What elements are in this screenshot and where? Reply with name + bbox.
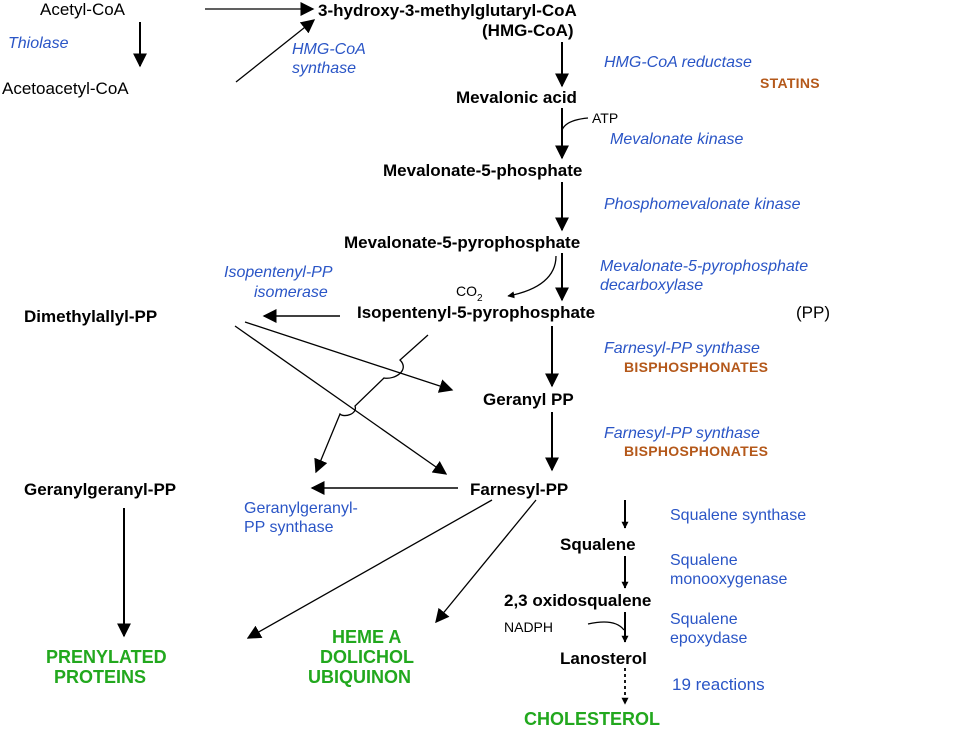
- product-dolichol: DOLICHOL: [320, 647, 414, 667]
- molecule-isopentenyl-pp: Isopentenyl-5-pyrophosphate: [357, 303, 596, 322]
- enzyme-squalene-epoxydase-line1: Squalene: [670, 611, 738, 628]
- arrow-farnesyl-to-prenylated: [246, 499, 493, 639]
- arrow-dmapp-to-farnesyl: [234, 325, 448, 475]
- enzyme-farnesyl-pp-synthase-1: Farnesyl-PP synthase: [604, 340, 760, 357]
- nadph-curve: [587, 621, 625, 631]
- drug-bisphosphonates-1: BISPHOSPHONATES: [624, 359, 769, 375]
- molecule-lanosterol: Lanosterol: [560, 649, 647, 668]
- molecule-farnesyl-pp: Farnesyl-PP: [470, 480, 569, 499]
- drug-bisphosphonates-2: BISPHOSPHONATES: [624, 443, 769, 459]
- enzyme-isomerase-line1: Isopentenyl-PP: [224, 264, 333, 281]
- molecule-geranyl-pp: Geranyl PP: [483, 390, 574, 409]
- enzyme-hmg-coa-synthase-line2: synthase: [292, 60, 357, 77]
- enzyme-decarboxylase-line1: Mevalonate-5-pyrophosphate: [600, 258, 809, 275]
- molecule-acetyl-coa: Acetyl-CoA: [40, 0, 126, 19]
- enzyme-isomerase-line2: isomerase: [254, 284, 328, 301]
- atp-curve: [560, 117, 589, 137]
- co2-curve: [507, 255, 557, 299]
- enzyme-farnesyl-pp-synthase-2: Farnesyl-PP synthase: [604, 425, 760, 442]
- molecule-mevalonate-5-pyrophosphate: Mevalonate-5-pyrophosphate: [344, 233, 581, 252]
- molecule-acetoacetyl-coa: Acetoacetyl-CoA: [2, 79, 129, 98]
- enzyme-decarboxylase-line2: decarboxylase: [600, 277, 704, 294]
- enzyme-ggpp-synthase-line1: Geranylgeranyl-: [244, 500, 358, 517]
- co2-subscript: 2: [477, 293, 483, 304]
- enzyme-phosphomevalonate-kinase: Phosphomevalonate kinase: [604, 196, 801, 213]
- enzyme-hmg-coa-synthase-line1: HMG-CoA: [292, 41, 366, 58]
- cofactor-atp: ATP: [592, 110, 619, 126]
- enzyme-squalene-epoxydase-line2: epoxydase: [670, 630, 748, 647]
- enzyme-hmg-coa-reductase: HMG-CoA reductase: [604, 54, 752, 71]
- product-ubiquinon: UBIQUINON: [308, 667, 411, 687]
- product-heme-a: HEME A: [332, 627, 402, 647]
- molecule-dimethylallyl-pp: Dimethylallyl-PP: [24, 307, 158, 326]
- drug-statins: STATINS: [760, 75, 820, 91]
- enzyme-mevalonate-kinase: Mevalonate kinase: [610, 131, 744, 148]
- molecule-hmg-coa-abbrev: (HMG-CoA): [482, 21, 574, 40]
- arrow-farnesyl-to-heme: [435, 499, 537, 624]
- molecule-squalene: Squalene: [560, 535, 636, 554]
- enzyme-19-reactions: 19 reactions: [672, 675, 765, 694]
- product-prenylated-line1: PRENYLATED: [46, 647, 167, 667]
- product-cholesterol: CHOLESTEROL: [524, 709, 661, 729]
- molecule-geranylgeranyl-pp: Geranylgeranyl-PP: [24, 480, 177, 499]
- enzyme-squalene-monooxygenase-line2: monooxygenase: [670, 571, 788, 588]
- cofactor-nadph: NADPH: [504, 619, 554, 635]
- molecule-isopentenyl-pp-suffix: (PP): [796, 303, 830, 322]
- molecule-mevalonic-acid: Mevalonic acid: [456, 88, 577, 107]
- arrow-acetoacetyl-to-hmg: [235, 19, 316, 83]
- arrow-dmapp-to-geranyl: [244, 321, 454, 393]
- molecule-oxidosqualene: 2,3 oxidosqualene: [504, 591, 652, 610]
- co2-label: CO: [456, 283, 477, 299]
- enzyme-thiolase: Thiolase: [8, 35, 69, 52]
- enzyme-ggpp-synthase-line2: PP synthase: [244, 519, 334, 536]
- cofactor-co2: CO2: [456, 283, 483, 304]
- product-prenylated-line2: PROTEINS: [54, 667, 147, 687]
- enzyme-squalene-synthase: Squalene synthase: [670, 507, 807, 524]
- arrow-ipp-to-ggpp: [314, 334, 429, 474]
- enzyme-squalene-monooxygenase-line1: Squalene: [670, 552, 738, 569]
- molecule-hmg-coa-name: 3-hydroxy-3-methylglutaryl-CoA: [318, 1, 577, 20]
- molecule-mevalonate-5-phosphate: Mevalonate-5-phosphate: [383, 161, 583, 180]
